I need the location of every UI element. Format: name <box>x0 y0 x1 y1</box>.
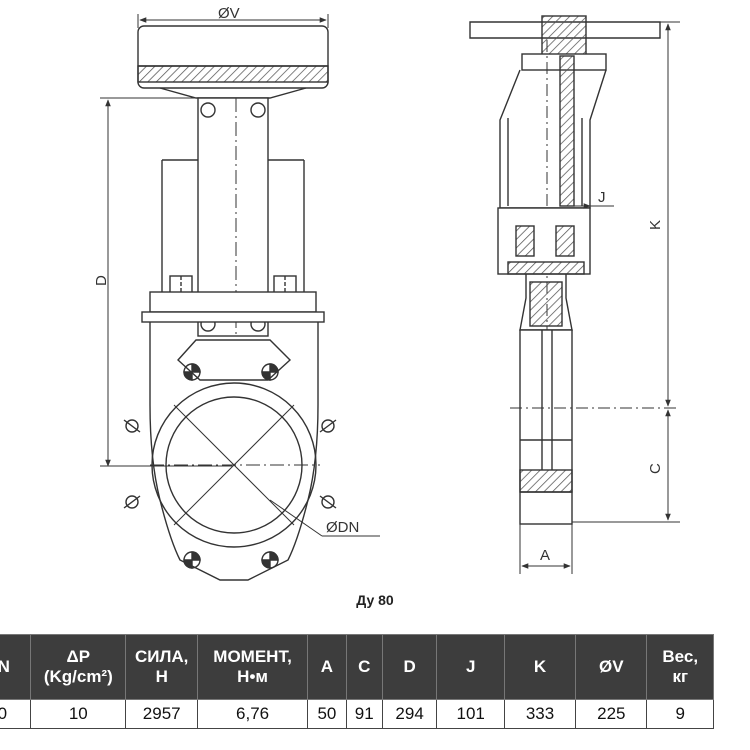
table-cell: 294 <box>381 699 438 729</box>
side-body <box>519 329 573 525</box>
dim-label-v: ØV <box>218 5 240 22</box>
table-cell: 101 <box>436 699 505 729</box>
table-cell: 9 <box>646 699 714 729</box>
table-cell: 2957 <box>125 699 199 729</box>
table-header-row: DN ΔP(Kg/cm²) СИЛА,Н МОМЕНТ,Н•м A C D J … <box>0 634 714 700</box>
table-cell: 10 <box>30 699 127 729</box>
top-flange <box>149 291 317 313</box>
table-cell: 333 <box>503 699 577 729</box>
col-header: A <box>307 634 347 700</box>
col-header: K <box>503 634 577 700</box>
table-cell: 6,76 <box>197 699 309 729</box>
dim-label-dn: ØDN <box>326 519 359 536</box>
table-cell: 225 <box>575 699 648 729</box>
dim-label-j: J <box>598 189 606 206</box>
dim-label-d: D <box>93 275 110 286</box>
col-header: D <box>381 634 438 700</box>
col-header: ΔP(Kg/cm²) <box>30 634 127 700</box>
col-header: DN <box>0 634 32 700</box>
dim-label-a: A <box>540 547 550 564</box>
handwheel-grip <box>137 65 329 83</box>
seat <box>519 469 573 493</box>
col-header: ØV <box>575 634 648 700</box>
drawing-caption: Ду 80 <box>356 592 394 608</box>
table-cell: 50 <box>307 699 347 729</box>
col-header: СИЛА,Н <box>125 634 199 700</box>
col-header: Вес,кг <box>646 634 714 700</box>
side-frame <box>161 159 305 292</box>
col-header: C <box>345 634 383 700</box>
col-header: J <box>436 634 505 700</box>
front-dimensions <box>100 14 329 467</box>
front-view <box>123 25 380 581</box>
table-cell: 91 <box>345 699 383 729</box>
valve-body <box>149 322 319 581</box>
side-dimensions <box>510 21 680 574</box>
stem <box>559 55 575 207</box>
table-row: 80 10 2957 6,76 50 91 294 101 333 225 9 <box>0 699 714 729</box>
dim-label-k: K <box>647 220 664 230</box>
valve-technical-drawing: ØV D ØDN <box>93 5 680 581</box>
bonnet <box>499 69 607 209</box>
spec-table: DN ΔP(Kg/cm²) СИЛА,Н МОМЕНТ,Н•м A C D J … <box>0 634 714 729</box>
side-view <box>469 15 661 525</box>
dim-label-c: C <box>647 463 664 474</box>
table-cell: 80 <box>0 699 32 729</box>
flange-bolt-holes <box>123 363 337 569</box>
col-header: МОМЕНТ,Н•м <box>197 634 309 700</box>
